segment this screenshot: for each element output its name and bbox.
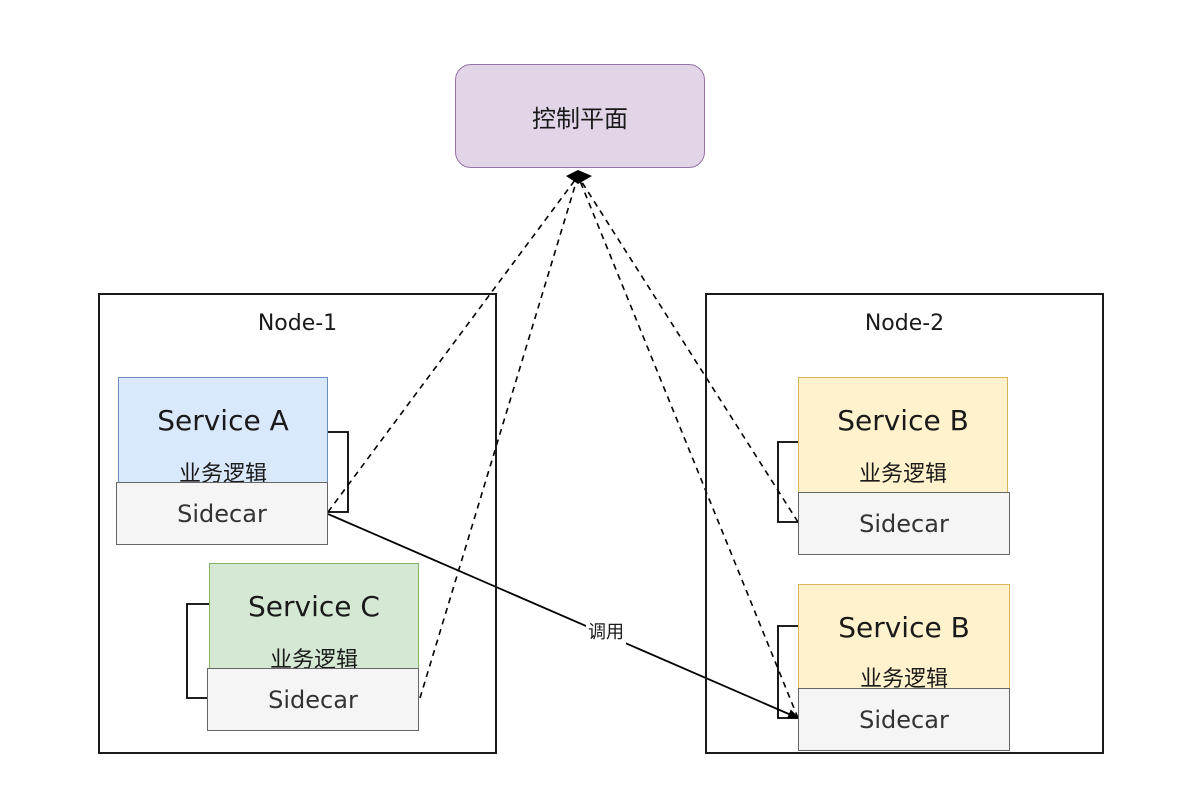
control-plane-label: 控制平面: [532, 104, 628, 133]
bracket-service-a: [328, 431, 349, 513]
dashed-link-sidecar-c-control: [419, 175, 579, 699]
node-2-title: Node-2: [864, 311, 945, 336]
sidecar-a-label: Sidecar: [177, 499, 267, 528]
dashed-link-sidecar-b1-control: [577, 175, 799, 523]
sidecar-b1-box: Sidecar: [798, 492, 1010, 555]
bracket-service-b1: [777, 441, 798, 523]
sidecar-b1-label: Sidecar: [859, 509, 949, 538]
bracket-service-c: [186, 603, 209, 699]
service-a-name: Service A: [157, 404, 289, 437]
sidecar-c-box: Sidecar: [207, 668, 419, 731]
control-plane-box: 控制平面: [455, 64, 705, 168]
sidecar-c-label: Sidecar: [268, 685, 358, 714]
dashed-link-sidecar-b2-control: [577, 175, 799, 719]
bracket-service-b2: [777, 625, 798, 719]
service-b1-box: Service B 业务逻辑: [798, 377, 1008, 495]
service-b2-logic-label: 业务逻辑: [859, 667, 948, 692]
node-1-title: Node-1: [257, 311, 338, 336]
service-b2-name: Service B: [838, 611, 970, 644]
service-c-name: Service C: [248, 590, 380, 623]
call-edge-label: 调用: [586, 618, 626, 644]
control-plane-endpoint-marker: [566, 170, 592, 184]
call-edge: [327, 513, 800, 719]
service-a-box: Service A 业务逻辑: [118, 377, 328, 487]
node-2-box: Node-2: [705, 293, 1104, 754]
service-b2-box: Service B 业务逻辑: [798, 584, 1010, 692]
sidecar-a-box: Sidecar: [116, 482, 328, 545]
service-b1-logic-label: 业务逻辑: [858, 462, 947, 487]
service-c-box: Service C 业务逻辑: [209, 563, 419, 673]
dashed-link-sidecar-a-control: [327, 175, 579, 513]
sidecar-b2-box: Sidecar: [798, 688, 1010, 751]
sidecar-b2-label: Sidecar: [859, 705, 949, 734]
service-b1-name: Service B: [837, 404, 969, 437]
node-1-box: Node-1: [98, 293, 497, 754]
